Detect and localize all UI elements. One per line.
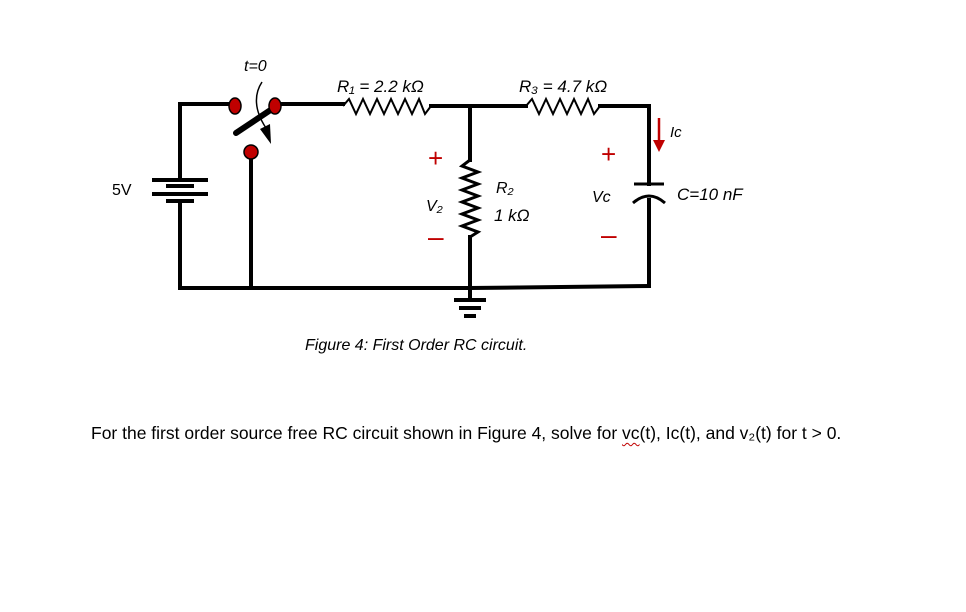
capacitor-icon [632, 182, 666, 205]
v2-plus-sign: + [428, 143, 443, 173]
vc-term: vᴄ [622, 423, 640, 443]
r2-name-label: R₂ [496, 180, 514, 197]
v2-minus-sign: – [428, 221, 444, 252]
source-voltage-label: 5V [112, 182, 132, 199]
r1-label: R₁ = 2.2 kΩ [337, 77, 424, 96]
resistor-r3-icon [525, 96, 601, 117]
resistor-r2-icon [457, 158, 483, 239]
battery-icon [152, 178, 208, 203]
r3-label: R₃ = 4.7 kΩ [519, 77, 607, 96]
ground-icon [454, 298, 486, 318]
capacitor-label: C=10 nF [677, 185, 744, 204]
current-arrow-icon [653, 118, 665, 152]
vc-label: Vᴄ [592, 189, 611, 206]
vc-plus-sign: + [601, 139, 616, 169]
wire-r3-right [598, 104, 651, 186]
circuit-wires [178, 102, 652, 302]
problem-suffix: (t), Iᴄ(t), and v₂(t) for t > 0. [639, 423, 842, 443]
vc-minus-sign: – [601, 219, 617, 250]
switch-icon [228, 81, 282, 160]
resistor-r1-icon [342, 96, 432, 117]
problem-prefix: For the first order source free RC circu… [91, 423, 623, 443]
ic-label: Iᴄ [670, 124, 682, 141]
r2-value-label: 1 kΩ [494, 206, 530, 225]
problem-statement: For the first order source free RC circu… [91, 423, 841, 444]
v2-label: V₂ [426, 198, 443, 215]
figure-caption: Figure 4: First Order RC circuit. [305, 337, 528, 354]
switch-time-label: t=0 [244, 58, 267, 75]
